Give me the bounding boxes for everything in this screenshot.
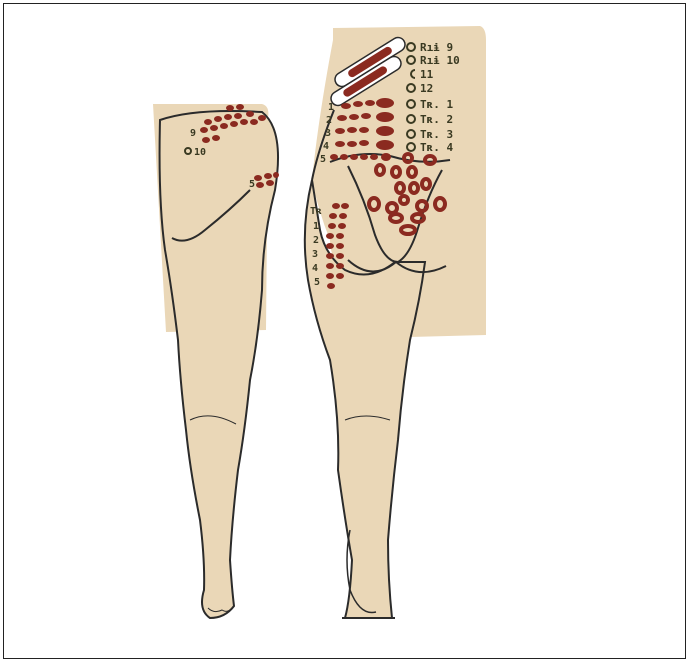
spot	[353, 101, 363, 107]
spot	[347, 127, 357, 133]
spot	[376, 126, 394, 136]
spot	[376, 140, 394, 150]
spot	[328, 223, 336, 229]
spot	[202, 137, 210, 143]
spot	[246, 111, 254, 117]
spot	[326, 273, 334, 279]
label-tr4: Tʀ. 4	[420, 141, 453, 154]
spot	[332, 203, 340, 209]
spot	[327, 283, 335, 289]
spot	[336, 233, 344, 239]
spot	[236, 104, 244, 110]
label-col-5: 5	[314, 277, 320, 288]
spot	[226, 105, 234, 111]
spot	[370, 154, 378, 160]
spot	[258, 115, 266, 121]
label-col-3: 3	[312, 249, 318, 260]
label-left-9: 9	[190, 128, 196, 139]
spot	[212, 135, 220, 141]
spot	[360, 154, 368, 160]
spot	[376, 112, 394, 122]
spot	[339, 213, 347, 219]
spot	[214, 116, 222, 122]
label-side-3: 3	[325, 128, 331, 139]
label-rib10: Rıɨ 10	[420, 54, 460, 67]
spot	[230, 121, 238, 127]
spot	[336, 243, 344, 249]
spot	[273, 172, 279, 178]
spot	[336, 253, 344, 259]
spot	[381, 153, 391, 161]
spot	[326, 263, 334, 269]
spot	[335, 128, 345, 134]
spot	[220, 123, 228, 129]
label-left-5: 5	[249, 179, 255, 190]
spot	[326, 253, 334, 259]
spot	[337, 115, 347, 121]
spot	[376, 98, 394, 108]
label-tr3: Tʀ. 3	[420, 128, 453, 141]
spot	[250, 119, 258, 125]
spot	[359, 127, 369, 133]
spot	[338, 223, 346, 229]
label-side-2: 2	[326, 115, 332, 126]
spot	[326, 233, 334, 239]
label-tr2: Tʀ. 2	[420, 113, 453, 126]
spot	[336, 273, 344, 279]
spot	[341, 203, 349, 209]
spot	[330, 154, 338, 160]
spot	[329, 213, 337, 219]
spot	[336, 263, 344, 269]
spot	[266, 180, 274, 186]
label-11: 11	[420, 68, 434, 81]
label-side-4: 4	[323, 141, 329, 152]
label-side-5: 5	[320, 154, 326, 165]
spot	[234, 113, 242, 119]
label-col-1: 1	[313, 221, 319, 232]
spot	[224, 114, 232, 120]
label-col-2: 2	[313, 235, 319, 246]
label-tr-column: Tʀ	[310, 206, 322, 217]
spot	[210, 125, 218, 131]
spot	[341, 103, 351, 109]
spot	[350, 154, 358, 160]
spot	[256, 182, 264, 188]
label-tr1: Tʀ. 1	[420, 98, 453, 111]
spot	[200, 127, 208, 133]
spot	[365, 100, 375, 106]
spot	[359, 140, 369, 146]
label-side-1: 1	[328, 102, 334, 113]
spot	[347, 141, 357, 147]
spot	[264, 173, 272, 179]
label-rib9: Rıɨ 9	[420, 41, 453, 54]
spot	[340, 154, 348, 160]
label-left-10: 10	[194, 147, 206, 158]
spot	[240, 119, 248, 125]
spot	[326, 243, 334, 249]
label-col-4: 4	[312, 263, 318, 274]
spot	[204, 119, 212, 125]
spot	[361, 113, 371, 119]
spot	[349, 114, 359, 120]
label-12: 12	[420, 82, 433, 95]
spot	[254, 175, 262, 181]
spot	[335, 141, 345, 147]
